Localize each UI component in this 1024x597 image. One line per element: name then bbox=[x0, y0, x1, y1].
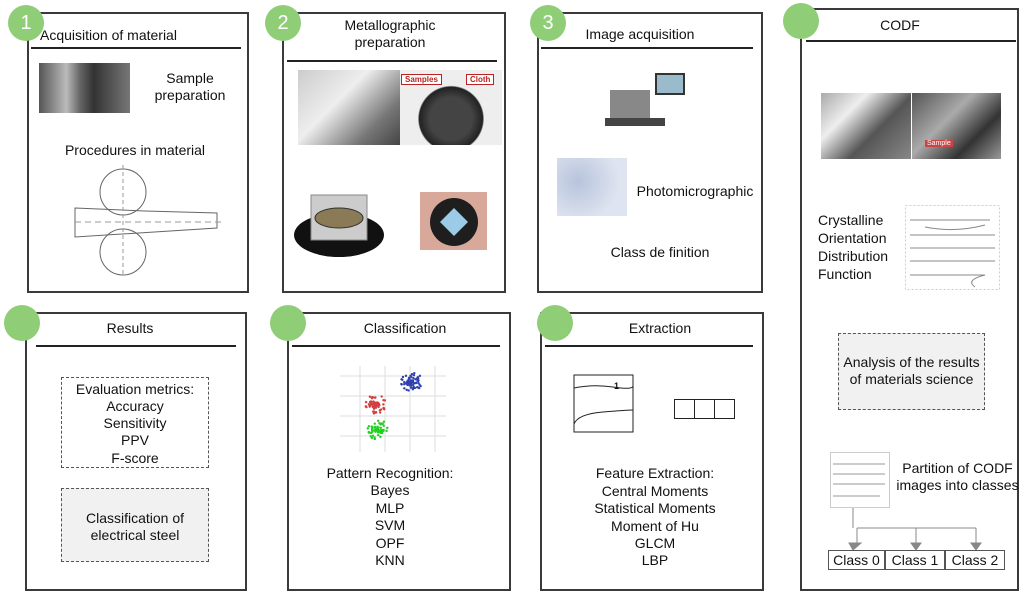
feature-glcm: GLCM bbox=[634, 535, 676, 551]
partition-arrows bbox=[848, 508, 982, 550]
analysis-box bbox=[838, 333, 985, 410]
polisher-photo bbox=[298, 70, 400, 145]
panel-extraction bbox=[540, 312, 764, 591]
panel-image-acquisition bbox=[537, 12, 763, 293]
classification-result-text: Classification of electrical steel bbox=[85, 510, 185, 543]
label-cloth: Cloth bbox=[466, 74, 495, 85]
cluster-scatter-plot bbox=[340, 366, 446, 452]
mounted-sample-image bbox=[420, 192, 487, 250]
divider bbox=[36, 345, 236, 347]
photomicrographic-text: Photomicrographic bbox=[636, 183, 754, 199]
step-badge-1: 1 bbox=[8, 5, 44, 41]
panel-title: Results bbox=[106, 320, 154, 336]
cluster-1 bbox=[400, 371, 422, 392]
method-mlp: MLP bbox=[375, 500, 405, 516]
panel-acquisition bbox=[27, 12, 249, 293]
class-1-box: Class 1 bbox=[885, 550, 945, 570]
cluster-2 bbox=[366, 419, 389, 441]
analysis-text: Analysis of the results of materials sci… bbox=[843, 354, 980, 387]
rolling-diagram bbox=[74, 165, 225, 277]
partition-text: Partition of CODF images into classes bbox=[896, 460, 1019, 493]
label-sample: Sample bbox=[925, 140, 953, 147]
pattern-heading: Pattern Recognition: bbox=[326, 465, 454, 481]
panel-title: Metallographic preparation bbox=[344, 17, 436, 50]
polisher-machine-image bbox=[294, 194, 384, 257]
divider bbox=[541, 47, 753, 49]
codf-equipment-photo-2 bbox=[912, 93, 1001, 159]
panel-title: Classification bbox=[363, 320, 447, 336]
feature-heading: Feature Extraction: bbox=[595, 465, 715, 481]
class-0-box: Class 0 bbox=[828, 550, 885, 570]
label-samples: Samples bbox=[401, 74, 442, 85]
sample-preparation-text: Sample preparation bbox=[154, 70, 226, 103]
method-svm: SVM bbox=[374, 517, 406, 533]
panel-title: Acquisition of material bbox=[40, 27, 177, 43]
divider bbox=[31, 47, 241, 49]
step-badge-4 bbox=[783, 3, 819, 39]
divider bbox=[806, 40, 1016, 42]
metric-accuracy: Accuracy bbox=[106, 398, 164, 414]
classification-result-box bbox=[61, 488, 209, 562]
panel-title: Image acquisition bbox=[585, 26, 695, 42]
divider bbox=[545, 345, 753, 347]
method-bayes: Bayes bbox=[370, 482, 410, 498]
marker-label: 1 bbox=[614, 381, 620, 391]
cluster-0 bbox=[364, 395, 387, 415]
codf-plot bbox=[905, 205, 1000, 290]
step-badge-5 bbox=[4, 305, 40, 341]
divider bbox=[287, 60, 497, 62]
feature-moment-of-hu: Moment of Hu bbox=[611, 518, 699, 534]
feature-statistical-moments: Statistical Moments bbox=[594, 500, 716, 516]
divider bbox=[292, 345, 500, 347]
metrics-box bbox=[61, 377, 209, 468]
feature-central-moments: Central Moments bbox=[601, 483, 709, 499]
step-badge-3: 3 bbox=[530, 5, 566, 41]
metrics-heading: Evaluation metrics: bbox=[75, 381, 195, 397]
step-badge-7 bbox=[537, 305, 573, 341]
codf-equipment-photo-1 bbox=[821, 93, 911, 159]
step-badge-2: 2 bbox=[265, 5, 301, 41]
panel-classification bbox=[287, 312, 511, 591]
metric-sensitivity: Sensitivity bbox=[103, 415, 167, 431]
photomicrograph bbox=[557, 158, 627, 216]
class-definition-text: Class de finition bbox=[610, 244, 710, 260]
method-knn: KNN bbox=[375, 552, 405, 568]
method-opf: OPF bbox=[375, 535, 405, 551]
panel-title: Extraction bbox=[628, 320, 692, 336]
metric-fscore: F-score bbox=[111, 450, 159, 466]
codf-plot-small bbox=[830, 452, 890, 508]
procedures-text: Procedures in material bbox=[64, 142, 206, 158]
feature-lbp: LBP bbox=[641, 552, 669, 568]
image-region-sketch bbox=[573, 374, 634, 433]
step-badge-6 bbox=[270, 305, 306, 341]
metric-ppv: PPV bbox=[120, 432, 149, 448]
class-2-box: Class 2 bbox=[945, 550, 1005, 570]
microscope-image bbox=[605, 73, 685, 126]
codf-description: Crystalline Orientation Distribution Fun… bbox=[818, 212, 889, 282]
steel-coil-photo bbox=[39, 63, 130, 113]
feature-vector-cells bbox=[674, 399, 735, 419]
panel-title: CODF bbox=[880, 17, 920, 33]
